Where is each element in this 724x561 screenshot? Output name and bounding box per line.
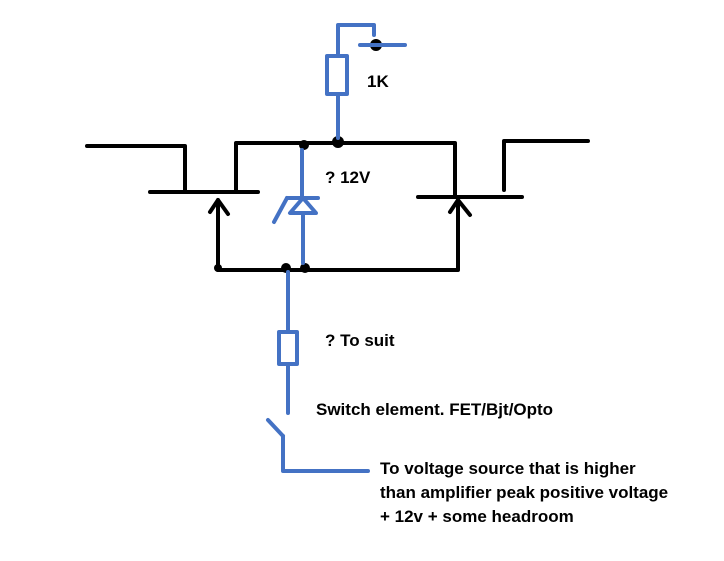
left-emitter-arrow: [208, 198, 230, 216]
resistor-to-suit: [277, 330, 299, 366]
junction-dot-bottom-right: [300, 263, 310, 273]
switch-blade: [266, 418, 285, 438]
left-transistor-collector-wire: [234, 141, 457, 198]
label-source-line-2: than amplifier peak positive voltage: [380, 483, 669, 502]
junction-dot-top-left: [299, 140, 309, 150]
right-emitter-arrow: [448, 198, 472, 217]
label-source-line-3: + 12v + some headroom: [380, 507, 574, 526]
blue-wiring: [266, 23, 407, 473]
junction-dot-top-right: [332, 136, 344, 148]
label-switch-element: Switch element. FET/Bjt/Opto: [316, 400, 554, 419]
left-input-wire: [85, 144, 187, 194]
switch-lower-lead: [281, 434, 370, 473]
label-resistor-1k: 1K: [367, 72, 389, 91]
right-input-wire: [502, 139, 590, 192]
black-wiring: [85, 139, 590, 272]
junction-dots: [214, 39, 382, 273]
label-source-line-1: To voltage source that is higher: [380, 459, 636, 478]
junction-dot-corner: [214, 264, 222, 272]
resistor-1k: [325, 54, 349, 96]
left-emitter-wire: [216, 198, 460, 272]
label-resistor-to-suit: ? To suit: [325, 331, 395, 350]
zener-triangle: [288, 196, 318, 215]
label-zener-12v: ? 12V: [325, 168, 371, 187]
zener-bar-tail: [272, 196, 289, 224]
top-wire-to-output: [336, 23, 376, 58]
